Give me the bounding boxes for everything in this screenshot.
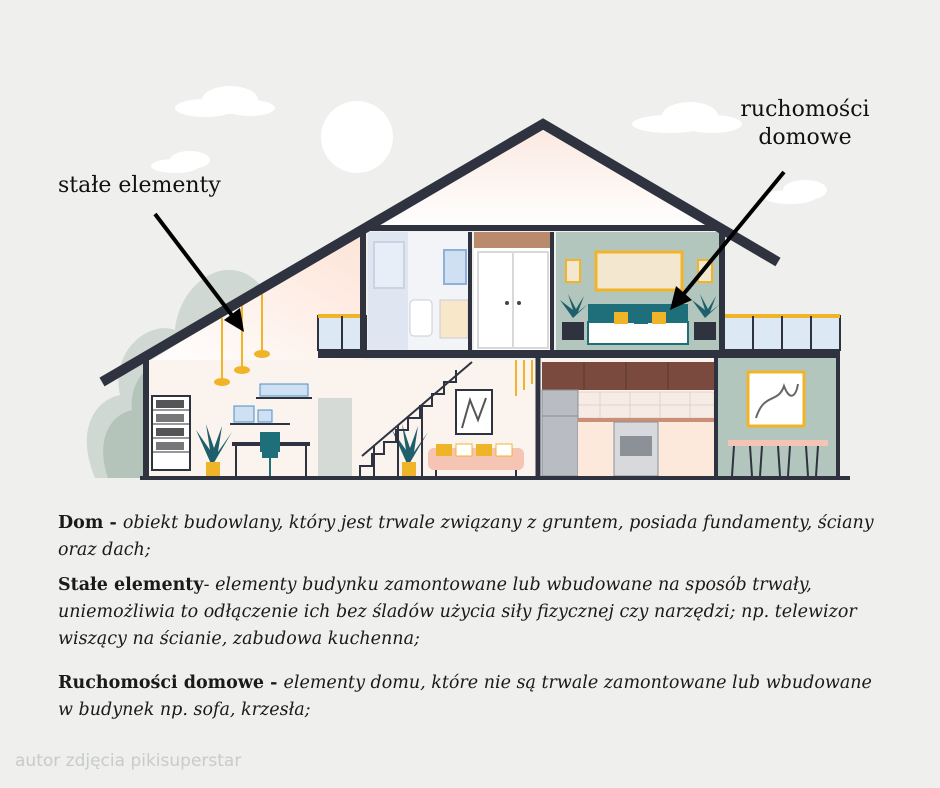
definition-text: elementy budynku zamontowane lub wbudowa… xyxy=(58,575,857,649)
photo-credit: autor zdjęcia pikisuperstar xyxy=(15,751,242,771)
definition-movables: Ruchomości domowe - elementy domu, które… xyxy=(58,670,888,724)
label-movables-line2: domowe xyxy=(758,125,852,150)
definition-term: Stałe elementy xyxy=(58,575,204,595)
label-fixed-elements: stałe elementy xyxy=(58,173,221,198)
definition-separator: - xyxy=(264,673,284,693)
plant-icon xyxy=(560,294,720,318)
label-movables: ruchomości domowe xyxy=(700,96,910,152)
definition-text: obiekt budowlany, który jest trwale zwią… xyxy=(58,513,874,560)
fridge xyxy=(541,389,579,477)
plant-left-icon xyxy=(196,424,232,476)
nightstand-right xyxy=(694,322,716,340)
definition-term: Dom xyxy=(58,513,104,533)
staircase xyxy=(359,361,473,478)
definition-text: elementy domu, które nie są trwale zamon… xyxy=(58,673,872,720)
definition-house: Dom - obiekt budowlany, który jest trwal… xyxy=(58,510,888,564)
arrow-to-movables xyxy=(670,170,786,310)
bed xyxy=(587,321,689,345)
backsplash xyxy=(577,391,715,419)
cloud-small-right-icon xyxy=(764,180,827,204)
toilet xyxy=(409,299,433,337)
definition-term: Ruchomości domowe xyxy=(58,673,265,693)
arrow-to-fixed-elements xyxy=(153,212,244,332)
sink-cabinet xyxy=(439,299,469,339)
upper-cabinets xyxy=(542,362,714,390)
cloud-small-left-icon xyxy=(151,151,210,173)
bar-stools xyxy=(731,445,819,477)
roof xyxy=(99,118,781,387)
dining-table xyxy=(728,440,828,446)
pendant-lamps xyxy=(214,290,270,386)
definition-separator: - xyxy=(103,513,123,533)
wall-lamps xyxy=(515,360,533,396)
definition-separator: - xyxy=(203,575,216,595)
sky-decoration xyxy=(151,86,827,204)
definition-fixed-elements: Stałe elementy- elementy budynku zamonto… xyxy=(58,572,888,653)
cloud-right-icon xyxy=(632,102,742,133)
curtain xyxy=(318,398,352,476)
wall-shelves xyxy=(230,383,312,425)
plant-middle-icon xyxy=(392,424,428,476)
sofa-icon xyxy=(428,443,524,476)
nightstand-left xyxy=(562,322,584,340)
label-movables-line1: ruchomości xyxy=(740,97,870,122)
mirror xyxy=(443,249,467,285)
bedroom-picture xyxy=(594,250,684,292)
bathroom-window xyxy=(373,241,405,289)
bookshelf xyxy=(151,395,191,471)
house xyxy=(99,118,850,480)
chair-icon xyxy=(260,432,280,458)
cloud-left-icon xyxy=(175,86,275,117)
sun-icon xyxy=(321,101,393,173)
